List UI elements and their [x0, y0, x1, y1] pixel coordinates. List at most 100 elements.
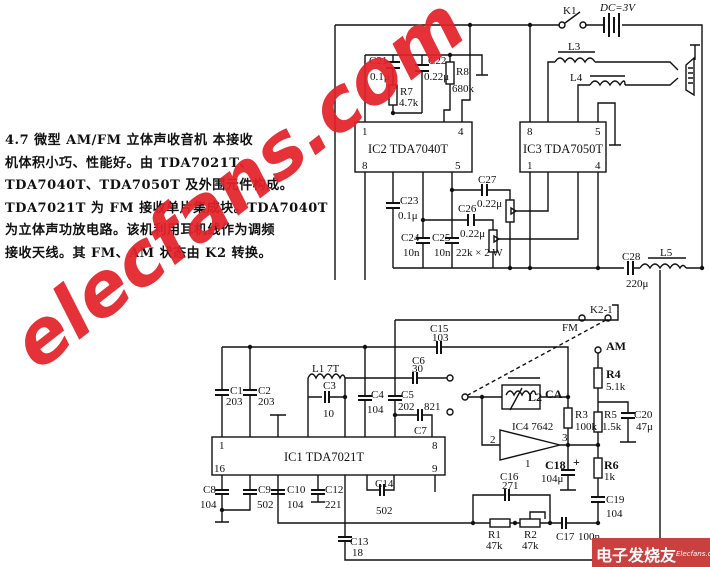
c6-val: 30 — [412, 363, 424, 375]
c18-val: 104μ — [541, 473, 564, 485]
ic3-pin4: 4 — [595, 160, 601, 172]
fm-label: FM — [562, 322, 578, 334]
c20-ref: C20 — [634, 409, 653, 421]
ic3-chip: 8 5 1 4 IC3 TDA7050T — [519, 121, 607, 173]
c12-ref: C12 — [325, 484, 343, 496]
c3-ref: C3 — [323, 380, 336, 392]
ca-label: CA — [545, 387, 563, 401]
c15-val: 103 — [432, 332, 449, 344]
l5-label: L5 — [660, 247, 673, 259]
switch-k1: K1 — [558, 5, 587, 29]
c21-ref: C21 — [369, 55, 387, 67]
r2-val: 47k — [522, 540, 539, 552]
ic3-pin1: 1 — [527, 160, 533, 172]
c21-val: 0.1μ — [370, 71, 390, 83]
c16-val: 271 — [502, 480, 519, 492]
resistors-bottom — [489, 367, 603, 528]
description-line: 接收天线。其 FM、AM 状态由 K2 转换。 — [5, 245, 273, 261]
ic1-pin9: 9 — [432, 463, 438, 475]
c19-val: 104 — [606, 508, 623, 520]
r5-val: 1.5k — [602, 421, 622, 433]
c28-val: 220μ — [626, 278, 649, 290]
junction-dots-bottom — [219, 344, 601, 526]
description-text: 4.7 微型 AM/FM 立体声收音机 本接收 机体积小巧、性能好。由 TDA7… — [5, 130, 327, 265]
c5-val: 202 — [398, 401, 415, 413]
k2-label: K2-1 — [590, 304, 613, 316]
earphone-icon — [685, 44, 700, 97]
c23-ref: C23 — [400, 195, 419, 207]
wires-top — [334, 24, 703, 280]
ic2-pin1: 1 — [362, 126, 368, 138]
ic4-amplifier: 2 3 1 IC4 7642 — [490, 421, 568, 470]
c9-ref: C9 — [258, 484, 271, 496]
c26-val: 0.22μ — [460, 228, 485, 240]
c18-plus: + — [573, 455, 580, 469]
watermark: elecfans.com — [0, 0, 481, 386]
am-label: AM — [606, 339, 626, 353]
ic4-label: IC4 7642 — [512, 421, 553, 433]
r7-ref: R7 — [400, 86, 413, 98]
labels-bottom: K2-1 FM AM C15 103 C1 203 C2 203 L1 7T C… — [200, 304, 653, 559]
c9-val: 502 — [257, 499, 274, 511]
c22-ref: C22 — [428, 55, 446, 67]
c15-ref: C15 — [430, 323, 449, 335]
battery-label: DC=3V — [599, 2, 636, 14]
r7-val: 4.7k — [399, 97, 419, 109]
r3-ref: R3 — [575, 409, 588, 421]
c1-ref: C1 — [230, 385, 243, 397]
c13-val: 18 — [352, 547, 364, 559]
ic1-pin16: 16 — [214, 463, 226, 475]
terminals — [446, 314, 612, 416]
capacitors-bottom — [215, 341, 635, 542]
c16-ref: C16 — [500, 471, 519, 483]
capacitors-top — [386, 61, 634, 275]
r8-ref: R8 — [456, 66, 469, 78]
description-line: 4.7 微型 AM/FM 立体声收音机 本接收 — [5, 133, 254, 148]
r6-val: 1k — [604, 471, 616, 483]
k1-label: K1 — [563, 5, 576, 17]
c13-ref: C13 — [350, 536, 369, 548]
c2-val: 203 — [258, 396, 275, 408]
c10-val: 104 — [287, 499, 304, 511]
description-line: TDA7040T、TDA7050T 及外围元件构成。 — [5, 178, 294, 193]
c14-val: 502 — [376, 505, 393, 517]
c24-ref: C24 — [401, 232, 420, 244]
r1-val: 47k — [486, 540, 503, 552]
c14-ref: C14 — [375, 478, 394, 490]
c2-ref: C2 — [258, 385, 271, 397]
description-line: 机体积小巧、性能好。由 TDA7021T、 — [5, 155, 253, 171]
c17-ref: C17 — [556, 531, 575, 543]
r8-val: 680k — [452, 83, 475, 95]
l2-label: L2 — [528, 390, 542, 404]
c28-ref: C28 — [622, 251, 641, 263]
c26-ref: C26 — [458, 203, 477, 215]
c7-val: 821 — [424, 401, 441, 413]
ic1-label: IC1 TDA7021T — [284, 450, 364, 464]
c25-ref: C25 — [432, 232, 451, 244]
coils-top — [554, 51, 687, 270]
r2-ref: R2 — [524, 529, 537, 541]
c10-ref: C10 — [287, 484, 306, 496]
battery: DC=3V — [599, 2, 636, 37]
ic2-label: IC2 TDA7040T — [368, 142, 448, 156]
ic1-pin1: 1 — [219, 440, 225, 452]
c19-ref: C19 — [606, 494, 625, 506]
c27-val: 0.22μ — [477, 198, 502, 210]
r1-ref: R1 — [488, 529, 501, 541]
ic4-pin2: 2 — [490, 434, 496, 446]
ic1-pin8: 8 — [432, 440, 438, 452]
c5-ref: C5 — [401, 389, 414, 401]
c4-ref: C4 — [371, 389, 384, 401]
r6-ref: R6 — [604, 458, 619, 472]
ic2-pin8: 8 — [362, 160, 368, 172]
ic1-chip: 1 8 16 9 IC1 TDA7021T — [211, 436, 446, 476]
logo-cn: 电子发烧友 — [596, 546, 677, 565]
r3-val: 100k — [575, 421, 598, 433]
c23-val: 0.1μ — [398, 210, 418, 222]
ic4-pin3: 3 — [562, 432, 568, 444]
r5-ref: R5 — [604, 409, 617, 421]
ic2-pin4: 4 — [458, 126, 464, 138]
r4-ref: R4 — [606, 367, 621, 381]
